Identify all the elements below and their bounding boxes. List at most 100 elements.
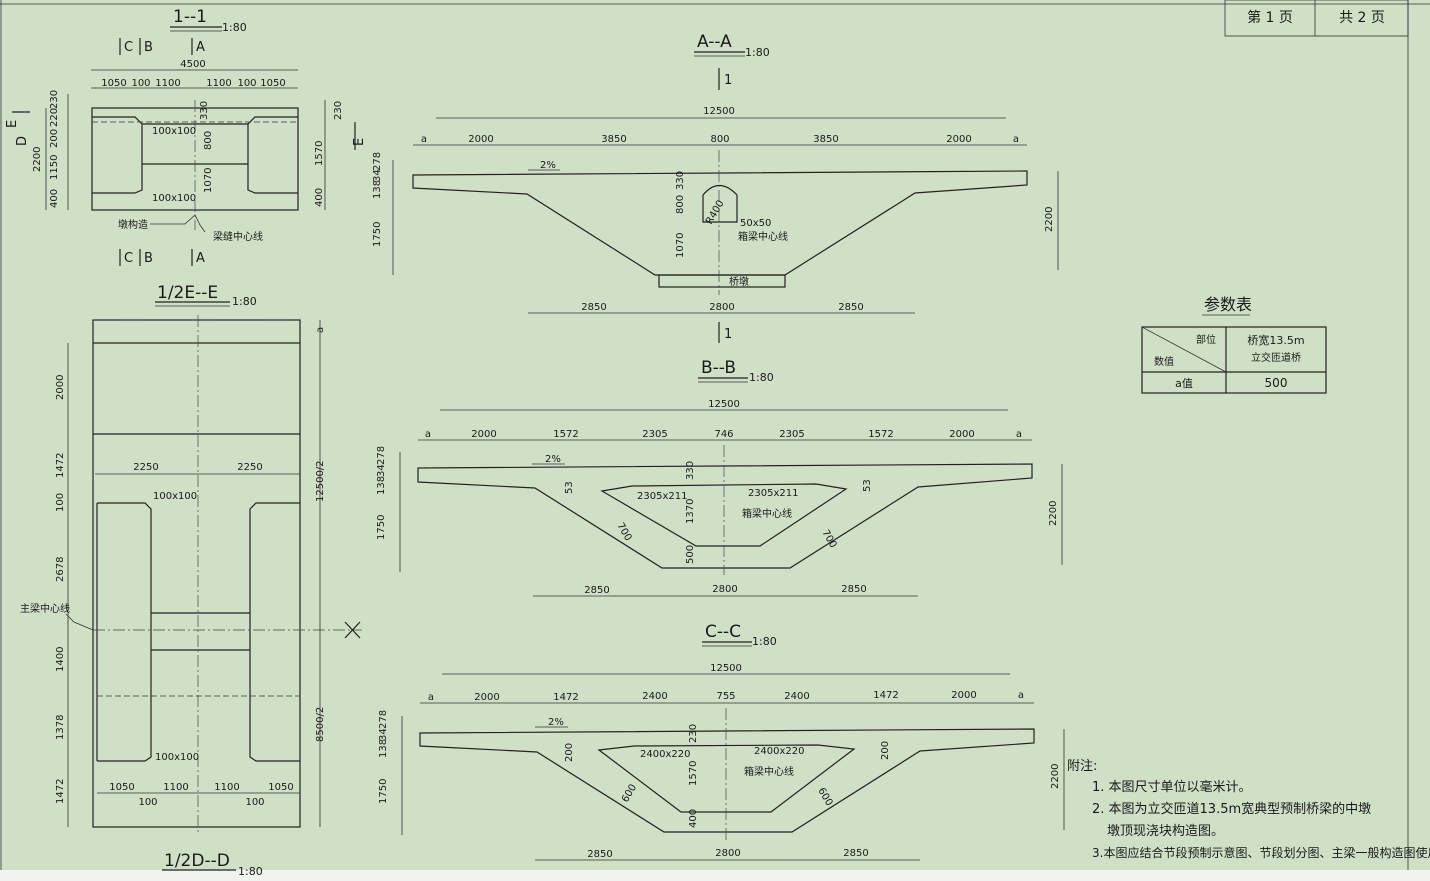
bb-mid-dim-1: 1370 <box>685 499 696 524</box>
bb-top-dim-1: 2000 <box>471 429 496 440</box>
cut-label-a-bottom: A <box>196 251 205 266</box>
cc-top-dim-7: 2000 <box>951 690 976 701</box>
cc-top-dim-8: a <box>1018 690 1024 701</box>
plan-left-dim-4: 1400 <box>55 647 66 672</box>
page-counter: 第 1 页 共 2 页 <box>1224 0 1409 37</box>
cc-mid-dim-2: 400 <box>688 809 699 828</box>
cut-mark-bottom: 1 <box>724 327 732 342</box>
plan-bottom-dim-1: 1100 <box>163 782 188 793</box>
cc-top-dim-1: 2000 <box>474 692 499 703</box>
dim-1-1-top-4: 100 <box>237 78 256 89</box>
aa-slope: 2% <box>540 160 556 171</box>
note-2-continued: 墩顶现浇块构造图。 <box>1107 824 1224 839</box>
bb-slope: 2% <box>545 454 561 465</box>
param-table-title: 参数表 <box>1204 295 1252 314</box>
aa-left-dim-3: 1750 <box>372 222 383 247</box>
aa-chamfer: 50x50 <box>740 218 771 229</box>
aa-hollow <box>702 184 738 223</box>
chamfer-1-1-top: 100x100 <box>152 126 196 137</box>
bb-small-dim-left: 53 <box>564 481 575 494</box>
plan-chamfer-bottom: 100x100 <box>155 752 199 763</box>
bb-mid-dim-0: 330 <box>685 461 696 480</box>
aa-top-dim-6: a <box>1013 134 1019 145</box>
dim-1-1-right-1: 1570 <box>314 141 325 166</box>
aa-label-centerline: 箱梁中心线 <box>738 230 788 243</box>
dim-1-1-top-1: 100 <box>131 78 150 89</box>
page-total: 共 2 页 <box>1339 10 1385 26</box>
aa-bottom-dim-0: 2850 <box>581 302 606 313</box>
plan-left-dim-6: 1472 <box>55 779 66 804</box>
bb-bottom-dim-2: 2850 <box>841 584 866 595</box>
cc-bottom-dim-2: 2850 <box>843 848 868 859</box>
cc-mid-dim-1: 1570 <box>688 761 699 786</box>
plan-left-dim-0: 2000 <box>55 375 66 400</box>
param-header-left-bottom: 数值 <box>1154 355 1174 368</box>
label-joint-centerline: 梁缝中心线 <box>213 230 263 243</box>
aa-top-dim-0: a <box>421 134 427 145</box>
bb-bottom-dim-0: 2850 <box>584 585 609 596</box>
cc-small-dim-left: 200 <box>564 743 575 762</box>
aa-mid-dim-1: 800 <box>675 195 686 214</box>
chamfer-1-1-bottom: 100x100 <box>152 193 196 204</box>
aa-top-dim-3: 800 <box>710 134 729 145</box>
note-1: 1. 本图尺寸单位以毫米计。 <box>1092 779 1252 795</box>
bb-top-dim-6: 1572 <box>868 429 893 440</box>
section-b-b-scale: 1:80 <box>749 371 774 384</box>
aa-mid-dim-0: 330 <box>675 171 686 190</box>
plan-left-dim-2: 100 <box>55 493 66 512</box>
bb-label-centerline: 箱梁中心线 <box>742 507 792 520</box>
dim-1-1-top-3: 1100 <box>206 78 231 89</box>
aa-top-dim-4: 3850 <box>813 134 838 145</box>
param-header-right-1: 桥宽13.5m <box>1247 333 1304 347</box>
bb-right-dim: 2200 <box>1048 501 1059 526</box>
section-a-a-title: A--A <box>697 32 732 52</box>
dim-1-1-left-4: 400 <box>49 189 60 208</box>
section-1-1: 1--1 1:80 C B A 4500 1050 100 1100 1100 … <box>5 7 367 266</box>
param-row-label: a值 <box>1175 377 1193 390</box>
notes: 附注: 1. 本图尺寸单位以毫米计。 2. 本图为立交匝道13.5m宽典型预制桥… <box>1067 759 1430 860</box>
aa-pier <box>658 274 786 288</box>
cc-mid-dim-0: 230 <box>688 724 699 743</box>
dim-1-1-overall: 4500 <box>180 59 205 70</box>
aa-bottom-dim-1: 2800 <box>709 302 734 313</box>
section-e-e-scale: 1:80 <box>232 295 257 308</box>
bb-top-dim-2: 1572 <box>553 429 578 440</box>
plan-width-right: 2250 <box>237 462 262 473</box>
cut-label-c-top: C <box>124 40 133 55</box>
section-a-a-scale: 1:80 <box>745 46 770 59</box>
section-c-c-scale: 1:80 <box>752 635 777 648</box>
aa-top-dim-1: 2000 <box>468 134 493 145</box>
cc-inner <box>597 744 856 813</box>
cc-top-dim-4: 755 <box>716 691 735 702</box>
aa-label-pier: 桥墩 <box>729 275 749 288</box>
aa-left-dim-1: 34 <box>372 169 383 182</box>
bb-top-dim-4: 746 <box>714 429 733 440</box>
cc-top-dim-0: a <box>428 692 434 703</box>
note-3: 3.本图应结合节段预制示意图、节段划分图、主梁一般构造图使用。 <box>1092 845 1430 860</box>
note-2: 2. 本图为立交匝道13.5m宽典型预制桥梁的中墩 <box>1092 801 1371 817</box>
cc-left-dim-1: 34 <box>378 728 389 741</box>
cut-label-b-bottom: B <box>144 251 153 266</box>
aa-left-dim-0: 278 <box>372 152 383 171</box>
dim-1-1-left-total: 2200 <box>32 147 43 172</box>
bb-chamfer-right: 2305x211 <box>748 488 798 499</box>
plan-left-dim-1: 1472 <box>55 453 66 478</box>
dim-1-1-mid-2: 1070 <box>203 168 214 193</box>
bb-inner <box>600 483 848 547</box>
aa-overall: 12500 <box>703 106 735 117</box>
section-c-c-title: C--C <box>705 622 741 642</box>
aa-right-dim: 2200 <box>1044 207 1055 232</box>
dim-1-1-top-0: 1050 <box>101 78 126 89</box>
cc-label-centerline: 箱梁中心线 <box>744 765 794 778</box>
bb-chamfer-left: 2305x211 <box>637 491 687 502</box>
cc-overall: 12500 <box>710 663 742 674</box>
section-e-e: 1/2E--E 1:80 2250 2250 100x100 100x100 1… <box>20 283 362 878</box>
section-1-1-scale: 1:80 <box>222 21 247 34</box>
param-header-right-2: 立交匝道桥 <box>1251 351 1301 364</box>
cc-left-dim-3: 1750 <box>378 779 389 804</box>
cc-left-dim-0: 278 <box>378 710 389 729</box>
plan-bottom-dim-3: 1050 <box>268 782 293 793</box>
section-d-d-scale: 1:80 <box>238 865 263 878</box>
dim-1-1-mid-1: 800 <box>203 131 214 150</box>
